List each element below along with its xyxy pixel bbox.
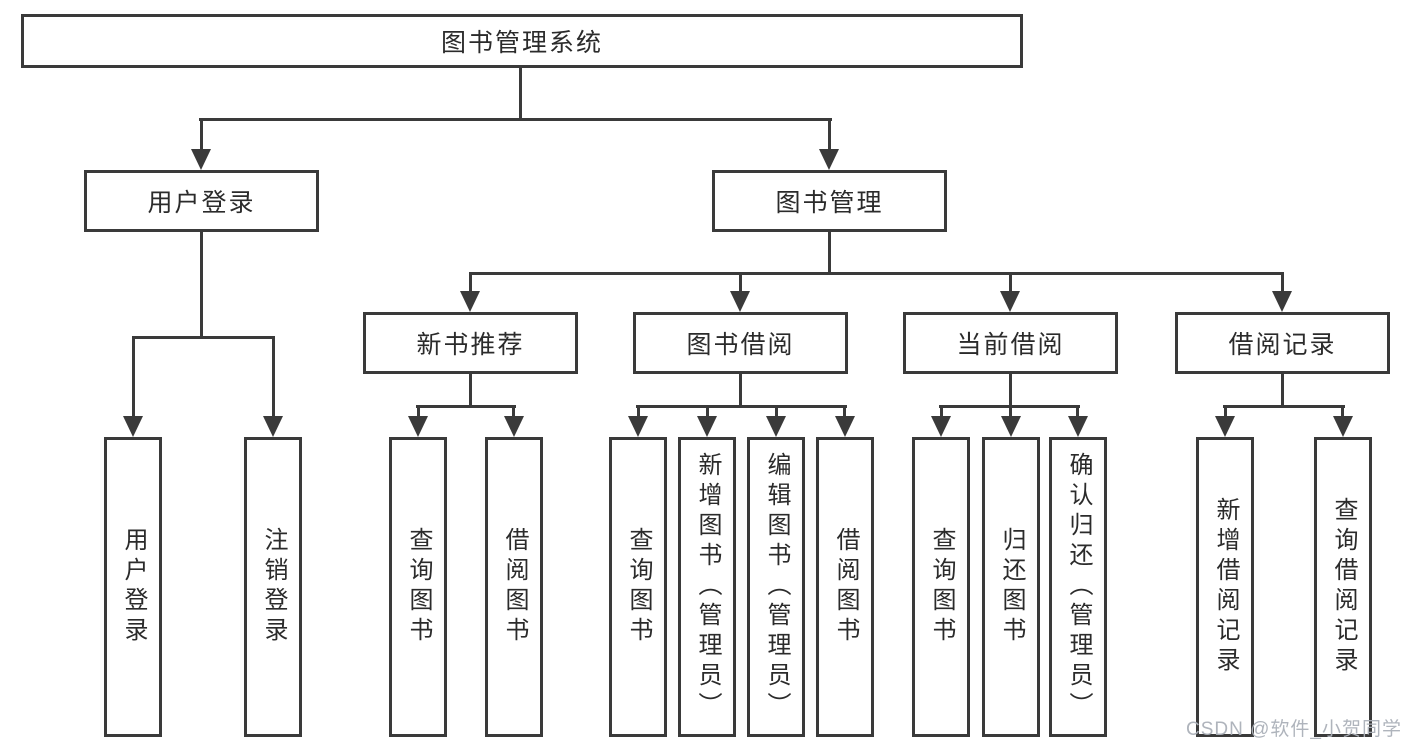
leaf-current-confirm-return-admin: 确认归还（管理员） — [1049, 437, 1107, 737]
arrow-down-icon — [1000, 291, 1020, 312]
connector-segment — [706, 405, 709, 417]
leaf-current-return-books: 归还图书 — [982, 437, 1040, 737]
arrow-down-icon — [1001, 416, 1021, 437]
connector-segment — [1076, 405, 1079, 417]
leaf-label: 查询借阅记录 — [1330, 497, 1357, 677]
arrow-down-icon — [1272, 291, 1292, 312]
connector-segment — [416, 405, 516, 408]
connector-segment — [637, 405, 640, 417]
connector-segment — [199, 118, 832, 121]
arrow-down-icon — [766, 416, 786, 437]
arrow-down-icon — [263, 416, 283, 437]
leaf-label: 查询图书 — [625, 527, 652, 647]
connector-segment — [1224, 405, 1227, 417]
connector-segment — [775, 405, 778, 417]
leaf-current-query-books: 查询图书 — [912, 437, 970, 737]
connector-segment — [519, 66, 522, 119]
connector-segment — [739, 374, 742, 407]
arrow-down-icon — [697, 416, 717, 437]
leaf-label: 编辑图书（管理员） — [763, 452, 790, 722]
connector-segment — [272, 336, 275, 417]
connector-segment — [843, 405, 846, 417]
leaf-user-login: 用户登录 — [104, 437, 162, 737]
connector-segment — [469, 272, 1284, 275]
arrow-down-icon — [835, 416, 855, 437]
leaf-label: 新增借阅记录 — [1212, 497, 1239, 677]
leaf-records-add-record: 新增借阅记录 — [1196, 437, 1254, 737]
node-new-book-recommendation: 新书推荐 — [363, 312, 578, 374]
connector-segment — [132, 336, 135, 417]
arrow-down-icon — [191, 149, 211, 170]
connector-segment — [1009, 405, 1012, 417]
connector-segment — [1341, 405, 1344, 417]
arrow-down-icon — [819, 149, 839, 170]
connector-segment — [636, 405, 847, 408]
node-borrowing-records: 借阅记录 — [1175, 312, 1390, 374]
connector-segment — [132, 336, 275, 339]
leaf-label: 归还图书 — [998, 527, 1025, 647]
arrow-down-icon — [1215, 416, 1235, 437]
leaf-borrowing-add-books-admin: 新增图书（管理员） — [678, 437, 736, 737]
leaf-label: 新增图书（管理员） — [694, 452, 721, 722]
connector-segment — [512, 405, 515, 417]
connector-segment — [1009, 272, 1012, 292]
leaf-label: 借阅图书 — [832, 527, 859, 647]
connector-segment — [940, 405, 943, 417]
node-user-login: 用户登录 — [84, 170, 319, 232]
connector-segment — [828, 118, 831, 150]
leaf-label: 用户登录 — [120, 527, 147, 647]
leaf-label: 查询图书 — [928, 527, 955, 647]
arrow-down-icon — [730, 291, 750, 312]
leaf-newbooks-query-books: 查询图书 — [389, 437, 447, 737]
arrow-down-icon — [460, 291, 480, 312]
node-current-borrowing: 当前借阅 — [903, 312, 1118, 374]
connector-segment — [417, 405, 420, 417]
csdn-watermark: CSDN @软件_小贺同学 — [1186, 719, 1402, 740]
connector-segment — [1223, 405, 1345, 408]
leaf-borrowing-edit-books-admin: 编辑图书（管理员） — [747, 437, 805, 737]
leaf-logout: 注销登录 — [244, 437, 302, 737]
leaf-label: 注销登录 — [260, 527, 287, 647]
leaf-label: 确认归还（管理员） — [1065, 452, 1092, 722]
connector-segment — [1281, 272, 1284, 292]
arrow-down-icon — [628, 416, 648, 437]
leaf-newbooks-borrow-books: 借阅图书 — [485, 437, 543, 737]
arrow-down-icon — [123, 416, 143, 437]
arrow-down-icon — [408, 416, 428, 437]
connector-segment — [1009, 374, 1012, 407]
node-book-management-system: 图书管理系统 — [21, 14, 1023, 68]
connector-segment — [739, 272, 742, 292]
leaf-borrowing-query-books: 查询图书 — [609, 437, 667, 737]
connector-segment — [469, 272, 472, 292]
node-book-borrowing: 图书借阅 — [633, 312, 848, 374]
connector-segment — [469, 374, 472, 407]
leaf-borrowing-borrow-books: 借阅图书 — [816, 437, 874, 737]
connector-segment — [200, 118, 203, 150]
connector-segment — [828, 232, 831, 274]
leaf-label: 借阅图书 — [501, 527, 528, 647]
arrow-down-icon — [1333, 416, 1353, 437]
node-book-management: 图书管理 — [712, 170, 947, 232]
connector-segment — [1281, 374, 1284, 407]
leaf-records-query-record: 查询借阅记录 — [1314, 437, 1372, 737]
arrow-down-icon — [504, 416, 524, 437]
arrow-down-icon — [931, 416, 951, 437]
leaf-label: 查询图书 — [405, 527, 432, 647]
connector-segment — [200, 232, 203, 338]
arrow-down-icon — [1068, 416, 1088, 437]
